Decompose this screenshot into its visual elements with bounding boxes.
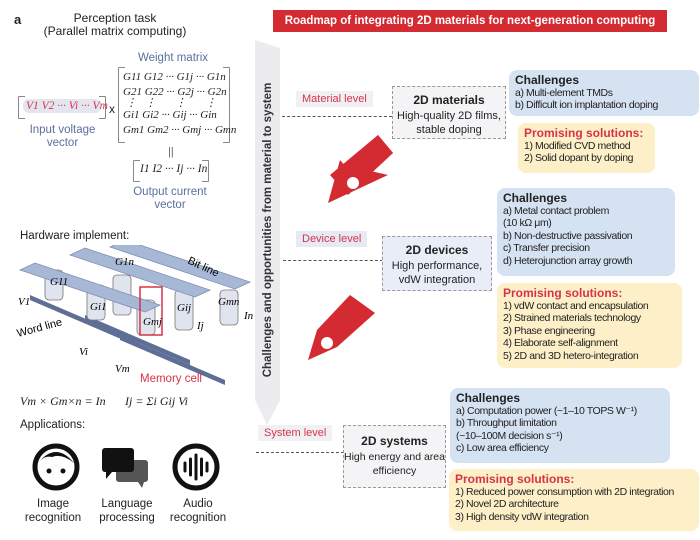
material-solutions: Promising solutions:1) Modified CVD meth… <box>518 123 655 173</box>
challenge-item: (10 kΩ μm) <box>503 217 552 229</box>
challenges-title: Challenges <box>515 73 580 87</box>
memory-cell-label: Memory cell <box>140 373 202 385</box>
solution-item: 1) vdW contact and encapsulation <box>503 299 649 312</box>
face-icon <box>32 443 80 491</box>
memory-cell-highlight <box>139 286 163 336</box>
challenge-item: a) Metal contact problem <box>503 204 609 217</box>
solution-item: 2) Strained materials technology <box>503 312 641 324</box>
weight-matrix: G11 G12 ··· G1j ··· G1n G21 G22 ··· G2j … <box>118 66 237 144</box>
challenge-item: b) Throughput limitation <box>456 417 557 429</box>
solution-item: 1) Modified CVD method <box>524 139 631 152</box>
roadmap-banner: Roadmap of integrating 2D materials for … <box>273 10 667 32</box>
panel-label: a <box>14 12 22 27</box>
app-label-language: Language processing <box>99 498 155 524</box>
gmn-label: Gmn <box>218 296 240 308</box>
solution-item: 2) Novel 2D architecture <box>455 498 559 510</box>
in-label: In <box>243 310 254 322</box>
solution-item: 1) Reduced power consumption with 2D int… <box>455 485 674 498</box>
applications-label: Applications: <box>20 419 86 431</box>
word-line-label: Word line <box>16 316 64 340</box>
material-level-label: Material level <box>296 91 373 107</box>
weight-matrix-label: Weight matrix <box>137 52 209 64</box>
box-text: High energy and area efficiency <box>344 451 445 477</box>
solutions-title: Promising solutions: <box>455 472 575 486</box>
g11-label: G11 <box>50 276 68 288</box>
challenge-item: a) Computation power (~1–10 TOPS W⁻¹) <box>456 404 637 417</box>
equals-sign: || <box>168 146 174 158</box>
solution-item: 2) Solid dopant by doping <box>524 152 634 164</box>
matrix-row: Gm1 Gm2 ··· Gmj ··· Gmn <box>123 123 237 136</box>
device-solutions: Promising solutions:1) vdW contact and e… <box>497 283 682 368</box>
times-sign: x <box>109 102 115 116</box>
solution-item: 4) Elaborate self-alignment <box>503 337 618 349</box>
box-text: High-quality 2D films, stable doping <box>397 110 501 136</box>
challenge-item: c) Low area efficiency <box>456 442 549 454</box>
box-title: 2D devices <box>405 243 469 257</box>
solution-item: 3) High density vdW integration <box>455 510 589 523</box>
system-connector <box>256 452 344 453</box>
crossbar-array-diagram: Bit line G11 Gi1 G1n Gmj Gij Gmn In Ij V… <box>16 245 254 385</box>
perception-title: Perception task (Parallel matrix computi… <box>40 12 190 38</box>
device-connector <box>283 260 383 261</box>
challenge-item: d) Heterojunction array growth <box>503 254 633 267</box>
challenge-item: b) Difficult ion implantation doping <box>515 99 658 111</box>
matrix-row: Gi1 Gi2 ··· Gij ··· Gin <box>123 109 217 121</box>
chat-bubbles-icon <box>102 448 148 488</box>
input-label: Input voltage vector <box>29 124 96 149</box>
app-label-image: Image recognition <box>24 498 82 524</box>
v1-label: V1 <box>18 296 30 308</box>
solutions-title: Promising solutions: <box>503 286 623 300</box>
audio-wave-icon <box>172 443 220 491</box>
red-arrow-icon <box>328 135 393 203</box>
g1n-label: G1n <box>115 256 134 268</box>
challenge-item: (~10–100M decision s⁻¹) <box>456 429 563 442</box>
gmj-label: Gmj <box>143 316 162 328</box>
box-title: 2D materials <box>413 93 485 107</box>
subtitle: (Parallel matrix computing) <box>43 24 187 38</box>
box-text: High performance, vdW integration <box>391 260 483 286</box>
matrix-row: G11 G12 ··· G1j ··· G1n <box>123 71 226 83</box>
material-connector <box>282 116 392 117</box>
vm-label: Vm <box>115 363 130 375</box>
solution-item: 3) Phase engineering <box>503 324 595 337</box>
gij-label: Gij <box>177 302 191 314</box>
equation-sum: Ij = Σi Gij Vi <box>125 394 188 408</box>
input-vector: V1 V2 ··· Vi ··· Vm <box>18 95 108 120</box>
challenge-item: c) Transfer precision <box>503 242 590 254</box>
progress-axis-arrow <box>255 40 280 425</box>
output-vector: I1 I2 ··· Ij ··· In <box>133 159 209 183</box>
matrix-row: G21 G22 ··· G2j ··· G2n <box>123 85 227 98</box>
axis-label: Challenges and opportunities from materi… <box>262 82 274 378</box>
equation-vector: Vm × Gm×n = In <box>20 394 106 408</box>
solution-item: 5) 2D and 3D hetero-integration <box>503 349 639 362</box>
challenge-item: a) Multi-element TMDs <box>515 86 613 99</box>
title: Perception task <box>73 11 157 25</box>
red-arrow-icon <box>308 295 375 360</box>
system-solutions: Promising solutions:1) Reduced power con… <box>449 469 699 531</box>
system-level-label: System level <box>258 425 333 441</box>
challenges-title: Challenges <box>456 391 521 405</box>
challenges-title: Challenges <box>503 191 568 205</box>
challenge-item: b) Non-destructive passivation <box>503 229 633 242</box>
device-level-label: Device level <box>296 231 368 247</box>
gi1-label: Gi1 <box>90 301 107 313</box>
app-label-audio: Audio recognition <box>169 498 227 524</box>
box-title: 2D systems <box>361 434 428 448</box>
solutions-title: Promising solutions: <box>524 126 644 140</box>
output-label: Output current vector <box>133 186 207 211</box>
vi-label: Vi <box>79 346 88 358</box>
hardware-label: Hardware implement: <box>20 230 130 242</box>
ij-label: Ij <box>196 320 204 332</box>
